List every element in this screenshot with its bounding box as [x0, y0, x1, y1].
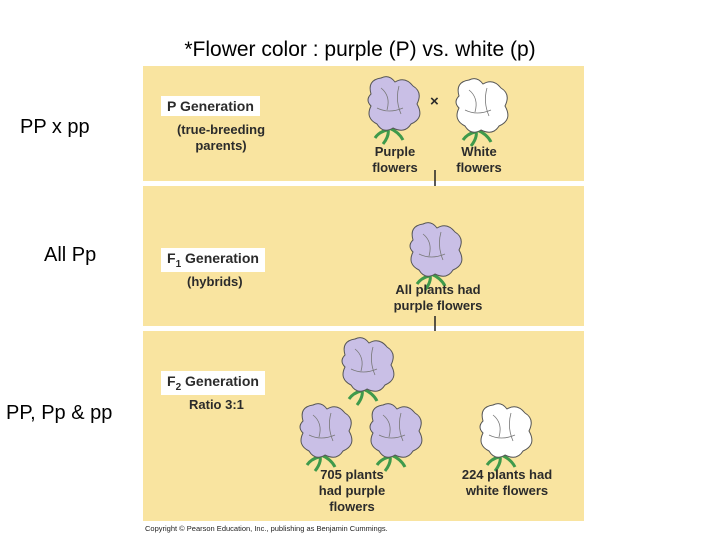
copyright-notice: Copyright © Pearson Education, Inc., pub…	[145, 524, 388, 533]
f1-generation-sub: (hybrids)	[187, 274, 243, 289]
f1-generation-label: F1 Generation	[161, 248, 265, 272]
purple-flower-icon	[298, 402, 354, 473]
purple-flowers-label: Purple flowers	[372, 144, 418, 175]
purple-flower-icon	[366, 75, 422, 146]
cross-symbol: ×	[430, 93, 439, 110]
f1-genotype-label: All Pp	[44, 244, 97, 266]
p-generation-sub: (true-breeding parents)	[176, 122, 266, 153]
f1-result-label: All plants had purple flowers	[393, 282, 483, 313]
white-flowers-label: White flowers	[456, 144, 502, 175]
p-genotype-label: PP x pp	[20, 116, 90, 138]
page-title: *Flower color : purple (P) vs. white (p)	[184, 38, 536, 61]
purple-flower-icon	[368, 402, 424, 473]
f2-genotype-label: PP, Pp & pp	[6, 402, 113, 424]
p-generation-label: P Generation	[161, 96, 260, 116]
f2-generation-label: F2 Generation	[161, 371, 265, 395]
f2-ratio-label: Ratio 3:1	[189, 397, 244, 412]
mendel-cross-figure: P Generation (true-breeding parents) × P…	[143, 66, 584, 521]
white-flower-icon	[454, 77, 510, 148]
f2-white-result: 224 plants had white flowers	[461, 467, 553, 498]
f2-purple-result: 705 plants had purple flowers	[318, 467, 386, 514]
purple-flower-icon	[340, 336, 396, 407]
f2-generation-band: F2 Generation Ratio 3:1 705 plants had p…	[143, 331, 584, 521]
p-generation-band: P Generation (true-breeding parents) × P…	[143, 66, 584, 181]
white-flower-icon	[478, 402, 534, 473]
f1-generation-band: F1 Generation (hybrids) All plants had p…	[143, 186, 584, 326]
